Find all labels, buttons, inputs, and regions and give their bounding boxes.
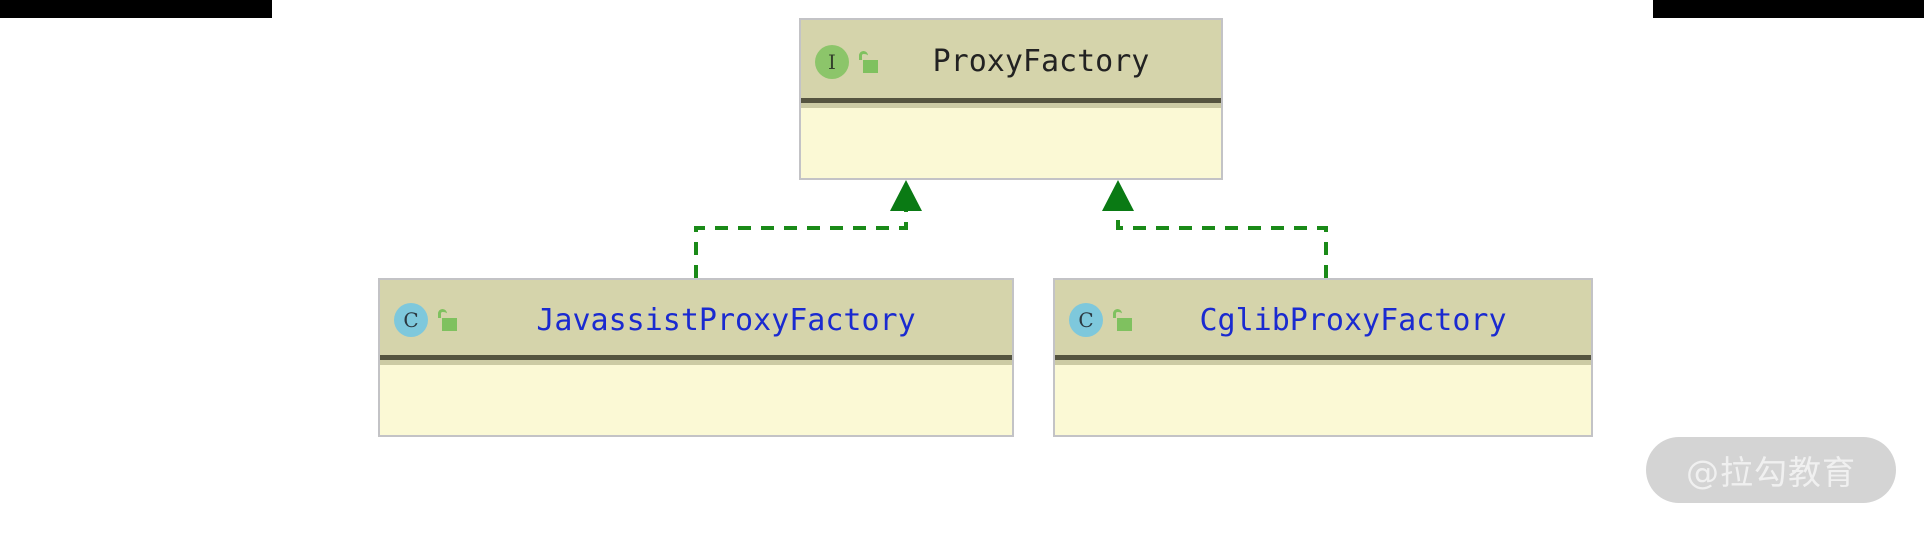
watermark-badge: @拉勾教育 xyxy=(1646,437,1896,503)
unlocked-padlock-icon xyxy=(857,49,879,75)
unlocked-padlock-icon xyxy=(1111,307,1133,333)
uml-node-members xyxy=(1055,365,1591,434)
uml-node-header: C JavassistProxyFactory xyxy=(380,280,1012,365)
uml-node-members xyxy=(380,365,1012,434)
edge-arrowhead-triangle xyxy=(1102,180,1134,211)
interface-badge-icon: I xyxy=(815,44,849,79)
uml-node-members xyxy=(801,108,1221,177)
class-badge-icon: C xyxy=(1069,303,1103,337)
unlocked-padlock-icon xyxy=(436,307,458,333)
edge-line xyxy=(694,207,908,278)
edge-javassist-to-proxyfactory xyxy=(694,180,922,278)
top-black-bar-right xyxy=(1653,0,1924,18)
watermark-text: @拉勾教育 xyxy=(1686,453,1856,492)
uml-node-javassist-proxy-factory[interactable]: C JavassistProxyFactory xyxy=(378,278,1014,437)
uml-node-title: ProxyFactory xyxy=(932,44,1150,79)
uml-node-title: JavassistProxyFactory xyxy=(536,302,916,338)
uml-node-proxy-factory[interactable]: I ProxyFactory xyxy=(799,18,1223,180)
edge-arrowhead-triangle xyxy=(890,180,922,211)
edge-cglib-to-proxyfactory xyxy=(1102,180,1328,278)
uml-node-title: CglibProxyFactory xyxy=(1199,302,1507,338)
edge-line xyxy=(1116,207,1328,278)
uml-node-header: I ProxyFactory xyxy=(801,20,1221,108)
class-badge-icon: C xyxy=(394,303,428,337)
uml-node-header: C CglibProxyFactory xyxy=(1055,280,1591,365)
uml-node-cglib-proxy-factory[interactable]: C CglibProxyFactory xyxy=(1053,278,1593,437)
top-black-bar-left xyxy=(0,0,272,18)
